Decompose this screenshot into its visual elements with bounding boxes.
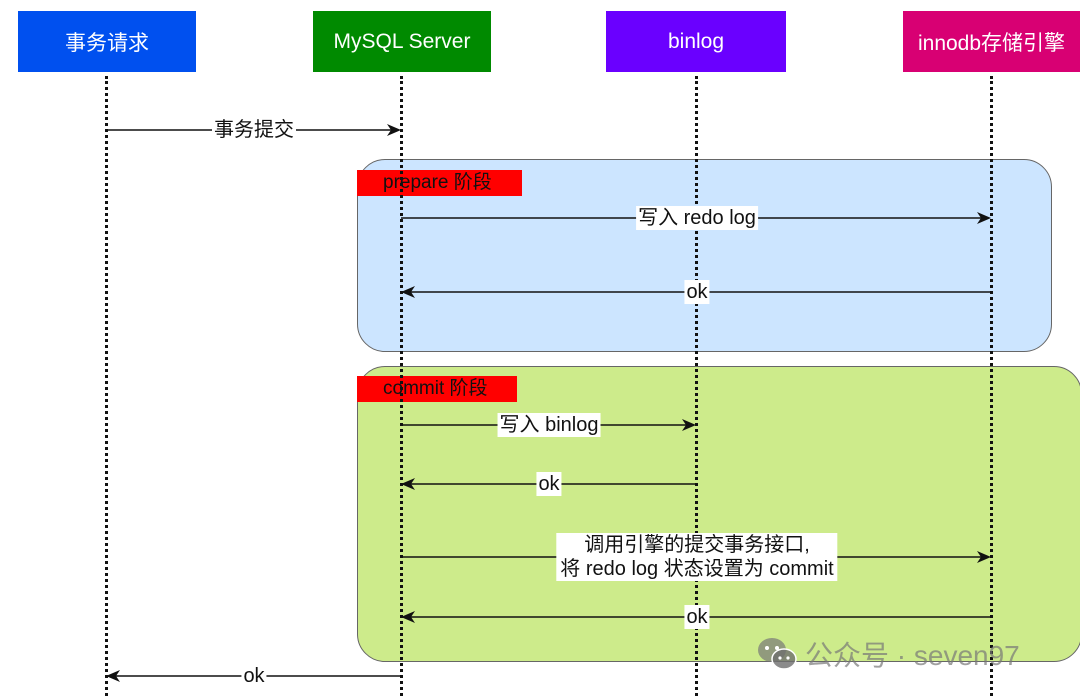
arrowhead-icon — [401, 611, 415, 623]
message-label-ok-redo: ok — [684, 280, 710, 304]
arrowhead-icon — [682, 419, 696, 431]
actor-binlog: binlog — [606, 11, 786, 72]
watermark-text: 公众号 · seven97 — [805, 640, 1020, 671]
lifeline-binlog — [695, 76, 698, 696]
message-label-engine-commit: 调用引擎的提交事务接口, 将 redo log 状态设置为 commit — [556, 533, 838, 581]
actor-transaction-request: 事务请求 — [18, 11, 196, 72]
engine-commit-line2: 将 redo log 状态设置为 commit — [560, 558, 834, 580]
arrowhead-icon — [977, 551, 991, 563]
message-label-ok-final: ok — [241, 664, 267, 688]
commit-phase-box — [357, 366, 1080, 662]
lifeline-innodb-engine — [990, 76, 993, 696]
message-label-write-redo-log: 写入 redo log — [636, 206, 758, 230]
actor-innodb-engine: innodb存储引擎 — [903, 11, 1080, 72]
lifeline-mysql-server — [400, 76, 403, 696]
message-label-ok-engine: ok — [684, 605, 710, 629]
prepare-phase-tag: prepare 阶段 — [357, 170, 522, 196]
wechat-icon — [758, 638, 797, 670]
arrowhead-icon — [401, 478, 415, 490]
message-label-write-binlog: 写入 binlog — [497, 413, 601, 437]
message-label-commit-transaction: 事务提交 — [212, 118, 296, 142]
arrowhead-icon — [106, 670, 120, 682]
commit-phase-tag: commit 阶段 — [357, 376, 517, 402]
lifeline-transaction-request — [105, 76, 108, 696]
arrowhead-icon — [401, 286, 415, 298]
arrowhead-icon — [977, 212, 991, 224]
message-label-ok-binlog: ok — [536, 472, 562, 496]
arrowhead-icon — [387, 124, 401, 136]
engine-commit-line1: 调用引擎的提交事务接口, — [584, 534, 810, 556]
watermark: 公众号 · seven97 — [757, 634, 1020, 674]
actor-mysql-server: MySQL Server — [313, 11, 491, 72]
